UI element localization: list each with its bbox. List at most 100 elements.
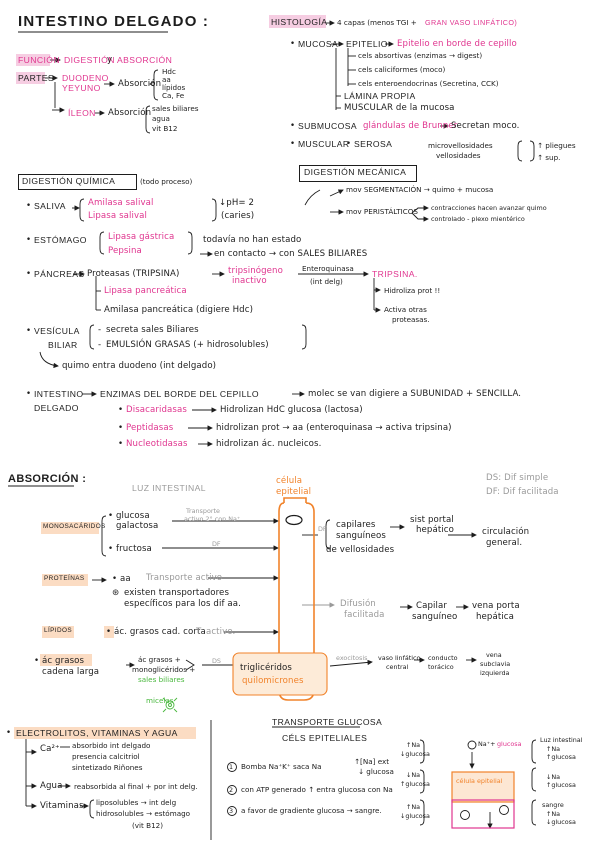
contacto: en contacto → con SALES BILIARES — [214, 249, 368, 259]
funcion-label: FUNCIÓN — [18, 55, 60, 65]
histologia-intro: 4 capas (menos TGI + — [337, 18, 417, 27]
vaso-linfatico: vaso linfático — [378, 654, 421, 662]
histologia-intro-2: GRAN VASO LINFÁTICO) — [425, 18, 518, 27]
vitaminas: Vitaminas — [40, 801, 84, 811]
nucleotidasas-desc: hidrolizan ác. nucleicos. — [216, 439, 322, 449]
pliegues: ↑ pliegues — [537, 141, 576, 150]
step-3-text: a favor de gradiente glucosa → sangre. — [241, 806, 382, 815]
ac-grasos-corta: ác. grasos cad. corta — [114, 627, 206, 637]
celula-label: célula — [276, 476, 303, 486]
contracciones: contracciones hacen avanzar quimo — [431, 204, 547, 212]
enteroquinasa: Enteroquinasa — [302, 264, 354, 273]
submucosa: SUBMUCOSA — [298, 121, 357, 131]
calcio-item: absorbido int delgado — [72, 741, 151, 750]
hidroliza: Hidroliza prot !! — [384, 286, 441, 295]
electrolitos-highlight — [14, 727, 196, 739]
ac-grasos-larga-1: ác grasos — [42, 656, 85, 666]
vellosidades: vellosidades — [436, 151, 481, 160]
exocitosis: exocitosis — [336, 654, 368, 662]
monosacaridos: MONOSACÁRIDOS — [43, 523, 106, 530]
micelas: micelas — [146, 696, 174, 705]
ac-grasos-larga-2: cadena larga — [42, 667, 100, 677]
na-marker — [467, 740, 477, 750]
submucosa-desc: glándulas de Brunner — [363, 121, 458, 131]
capilar: Capilar — [416, 601, 447, 611]
especificos: específicos para los dif aa. — [124, 599, 241, 609]
disacaridasas-desc: Hidrolizan HdC glucosa (lactosa) — [220, 405, 363, 415]
proteasas: proteasas. — [392, 315, 430, 324]
difusion: Difusión — [340, 599, 376, 609]
intestino: INTESTINO — [34, 389, 84, 399]
funcion-absorcion: ABSORCIÓN — [117, 55, 173, 65]
controlado: controlado - plexo mientérico — [431, 215, 525, 223]
vena-porta: vena porta — [472, 601, 520, 611]
biliar: BILIAR — [48, 340, 78, 350]
cell-nucleus — [285, 514, 303, 526]
abs2-item: sales biliares — [152, 104, 199, 113]
muscular-mucosa: MUSCULAR de la mucosa — [344, 103, 455, 113]
left-glucosa-3: ↓glucosa — [400, 812, 430, 820]
absorcion-2: Absorción — [108, 108, 152, 118]
capilares: capilares — [336, 520, 376, 530]
epitelio: EPITELIO — [346, 39, 388, 49]
partes-label: PARTES — [18, 73, 54, 83]
sales-biliares: sales biliares — [138, 675, 185, 684]
transporte-subheading: CÉLS EPITELIALES — [282, 733, 368, 743]
step-number: 2 — [229, 786, 234, 794]
abs2-item: agua — [152, 114, 170, 123]
legend-df: DF: Dif facilitada — [486, 487, 559, 497]
quimo-entra: quimo entra duodeno (int delgado) — [62, 361, 217, 371]
digestion-quimica-note: (todo proceso) — [140, 177, 193, 186]
izquierda: izquierda — [480, 669, 510, 677]
sangre-na: ↑Na — [546, 810, 561, 818]
agua-desc: reabsorbida al final + por int delg. — [74, 782, 198, 791]
pump-circle-2 — [460, 810, 470, 820]
lipidos: LÍPIDOS — [44, 627, 73, 634]
left-glucosa-2: ↑glucosa — [400, 780, 430, 788]
step-number: 1 — [229, 763, 234, 771]
na-plus: Na⁺+ — [478, 740, 496, 748]
abs1-item: Hdc — [162, 67, 176, 76]
fructosa: fructosa — [116, 544, 152, 554]
abs1-item: Ca, Fe — [162, 91, 185, 100]
abs1-item: lípidos — [162, 83, 186, 92]
step-1-extra-1: ↑[Na] ext — [354, 757, 390, 766]
epitelial-label: epitelial — [276, 487, 312, 497]
subclavia: subclavia — [480, 660, 511, 668]
celula-epitelial-diagram: célula epitelial — [456, 777, 503, 785]
quilomicrones: quilomicrones — [242, 676, 304, 686]
left-na-2: ↓Na — [406, 771, 421, 779]
digestion-quimica-heading: DIGESTIÓN QUÍMICA — [22, 176, 116, 186]
step-2-text: con ATP generado ↑ entra glucosa con Na — [241, 785, 393, 794]
cels-item: cels absortivas (enzimas → digest) — [358, 51, 483, 60]
abs1-item: aa — [162, 75, 171, 84]
step-number: 3 — [229, 807, 234, 815]
duodeno: DUODENO — [62, 73, 109, 83]
left-na-1: ↑Na — [406, 741, 421, 749]
luz-glucosa: ↑glucosa — [546, 753, 576, 761]
digestion-mecanica-box — [299, 165, 417, 182]
hepatico: hepático — [416, 525, 454, 535]
hidrosolubles: hidrosolubles → estómago — [96, 809, 191, 818]
lamina: LÁMINA PROPIA — [344, 91, 416, 101]
abs2-item: vit B12 — [152, 124, 178, 133]
saliva: SALIVA — [34, 201, 66, 211]
luz-intestinal: LUZ INTESTINAL — [132, 483, 206, 493]
caries: (caries) — [221, 211, 255, 221]
pancreas: PÁNCREAS — [34, 269, 85, 279]
pump-circle-1 — [499, 805, 509, 815]
saliva-item: Lipasa salival — [88, 211, 148, 221]
sup: ↑ sup. — [537, 153, 561, 162]
epitelio-desc: Epitelio en borde de cepillo — [397, 39, 517, 49]
toracico: torácico — [428, 663, 454, 671]
proteinas: PROTEÍNAS — [44, 575, 85, 582]
facilitada: facilitada — [344, 610, 385, 620]
ac-grasos-mono: ác grasos + — [138, 655, 181, 664]
luz-na: ↑Na — [546, 745, 561, 753]
digestion-quimica-box — [18, 174, 137, 190]
electrolitos-heading: ELECTROLITOS, VITAMINAS Y AGUA — [16, 728, 178, 738]
estomago-item: Lipasa gástrica — [108, 232, 175, 242]
calcio-item-2: presencia calcitriol — [72, 752, 140, 761]
microvellosidades: microvellosidades — [428, 141, 493, 150]
pancreas-item: Amilasa pancreática (digiere Hdc) — [104, 305, 254, 315]
